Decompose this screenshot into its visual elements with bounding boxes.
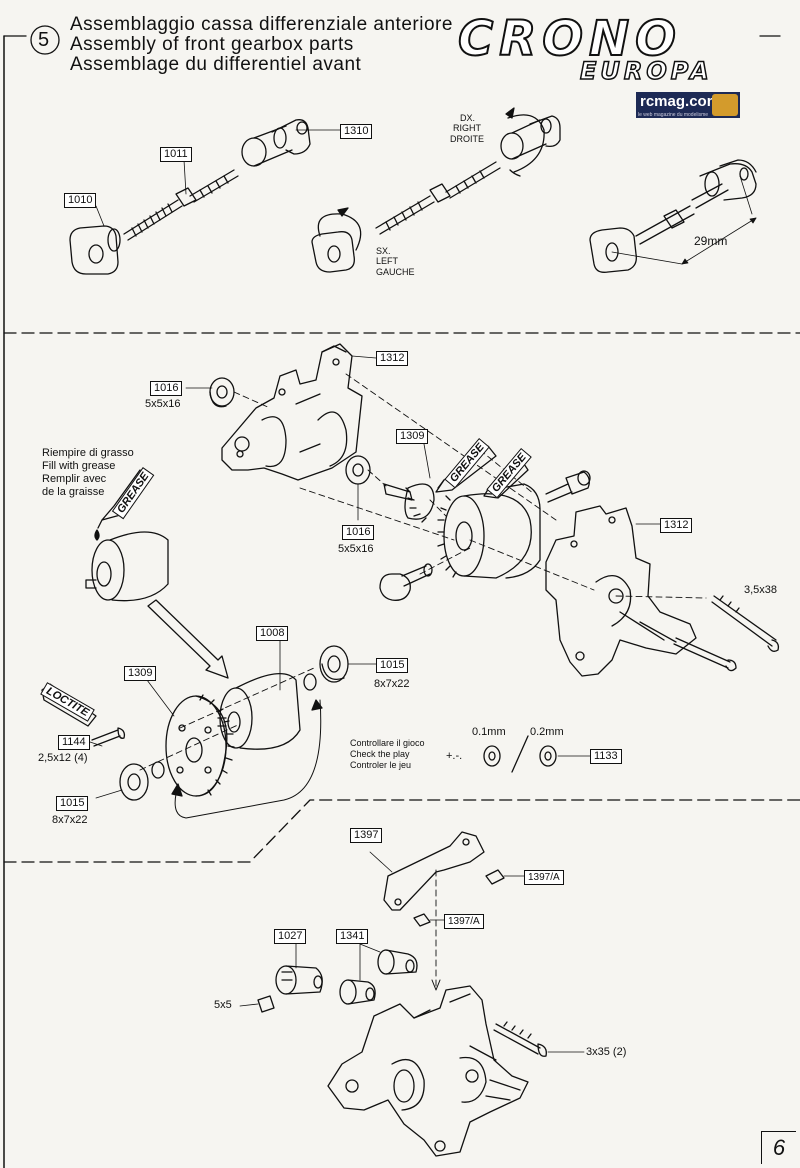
threaded-rod-1011 — [123, 169, 239, 241]
part-label-1027: 1027 — [274, 929, 307, 944]
outdrive-bottom — [379, 563, 433, 601]
part-label-1016-bottom: 1016 — [342, 525, 375, 540]
bushing-1341-b — [339, 979, 376, 1005]
part-label-1312-right: 1312 — [660, 518, 693, 533]
title-italian: Assemblaggio cassa differenziale anterio… — [70, 14, 453, 35]
bearing-1015-right — [319, 645, 349, 683]
gearbox-half-1312-right — [545, 505, 697, 677]
assembled-gearbox — [327, 985, 529, 1157]
ball-cup-1010 — [69, 225, 121, 275]
play-note-1: Controllare il gioco — [350, 738, 425, 748]
bearing-1016-top — [209, 377, 235, 408]
right-label-3: DROITE — [450, 134, 485, 144]
grease-note-2: Fill with grease — [42, 460, 116, 472]
bearing-1016-bottom — [345, 455, 371, 485]
grease-note-3: Remplir avec — [42, 473, 107, 485]
brand-logo: CRONO — [457, 11, 682, 67]
part-label-1011: 1011 — [160, 147, 192, 162]
shim-label-0-1: 0.1mm — [472, 726, 506, 738]
part-label-1397: 1397 — [350, 828, 383, 843]
left-label-2: LEFT — [376, 256, 399, 266]
part-label-1397a-mid: 1397/A — [444, 914, 484, 929]
washer — [303, 673, 317, 691]
part-label-1144: 1144 — [58, 735, 90, 750]
site-logo-car-icon — [712, 94, 738, 116]
shim-label-0-2: 0.2mm — [530, 726, 564, 738]
screw-3-5x38 — [711, 595, 780, 652]
size-1016-top: 5x5x16 — [145, 398, 181, 410]
outdrive-1027 — [275, 965, 323, 995]
grease-tube-1 — [435, 445, 497, 493]
part-label-1016-top: 1016 — [150, 381, 183, 396]
assembled-rod — [589, 159, 757, 273]
page-number: 6 — [761, 1131, 796, 1164]
dimension-label: 29mm — [694, 234, 728, 248]
part-label-1397a-top: 1397/A — [524, 870, 564, 885]
center-rod-assembly — [311, 107, 561, 273]
screw-3x35 — [469, 1021, 585, 1061]
differential-gear — [437, 483, 541, 579]
part-label-1133: 1133 — [590, 749, 622, 764]
shim-sign: +.-. — [446, 750, 463, 762]
right-label-1: DX. — [460, 113, 476, 123]
nut-1397a-top — [485, 869, 525, 885]
screw-long-lower — [673, 637, 737, 672]
outdrive-top — [545, 470, 591, 503]
size-1015-left: 8x7x22 — [52, 814, 88, 826]
diff-housing-grease — [85, 531, 169, 602]
part-label-1010: 1010 — [64, 193, 97, 208]
step-number: 5 — [38, 29, 50, 51]
title-english: Assembly of front gearbox parts — [70, 34, 354, 55]
pinion-1309 — [383, 483, 435, 523]
part-label-1008: 1008 — [256, 626, 289, 641]
grease-note-1: Riempire di grasso — [42, 447, 134, 459]
bearing-1015-left — [119, 763, 149, 801]
right-label-2: RIGHT — [453, 123, 481, 133]
left-label-3: GAUCHE — [376, 267, 415, 277]
part-label-1015-right: 1015 — [376, 658, 409, 673]
ball-cup-1310 — [241, 119, 311, 167]
grease-note-4: de la graisse — [42, 486, 105, 498]
nut-1397a-mid — [413, 913, 445, 927]
part-label-1309-lower: 1309 — [124, 666, 157, 681]
screw-size-3-5x38: 3,5x38 — [744, 584, 778, 596]
flow-arrow — [147, 599, 229, 679]
part-label-1310: 1310 — [340, 124, 373, 139]
part-label-1341: 1341 — [336, 929, 369, 944]
size-1144: 2,5x12 (4) — [38, 752, 88, 764]
brand-logo-sub: EUROPA — [579, 57, 713, 85]
diff-housing-1008 — [217, 673, 301, 750]
shim-0-2 — [539, 745, 557, 767]
play-note-2: Check the play — [350, 749, 410, 759]
shim-0-1 — [483, 745, 501, 767]
washer-left — [151, 761, 165, 779]
size-1016-bottom: 5x5x16 — [338, 543, 374, 555]
size-1015-right: 8x7x22 — [374, 678, 410, 690]
left-label-1: SX. — [376, 246, 391, 256]
part-label-1309-top: 1309 — [396, 429, 429, 444]
screw-1144 — [91, 727, 126, 747]
bushing-1341-a — [377, 949, 418, 975]
play-note-3: Controler le jeu — [350, 760, 412, 770]
step-circle — [30, 25, 60, 55]
gearbox-half-1312-left — [221, 343, 363, 481]
site-tagline: le web magazine du modelisme — [638, 112, 709, 118]
bracket-1397 — [383, 831, 485, 911]
part-label-1015-left: 1015 — [56, 796, 89, 811]
title-french: Assemblage du differentiel avant — [70, 54, 362, 75]
part-label-1312-top: 1312 — [376, 351, 409, 366]
set-screw-size: 5x5 — [214, 999, 232, 1011]
ring-gear-1309 — [165, 694, 235, 797]
screw-size-3x35: 3x35 (2) — [586, 1046, 627, 1058]
set-screw-5x5 — [257, 995, 275, 1013]
